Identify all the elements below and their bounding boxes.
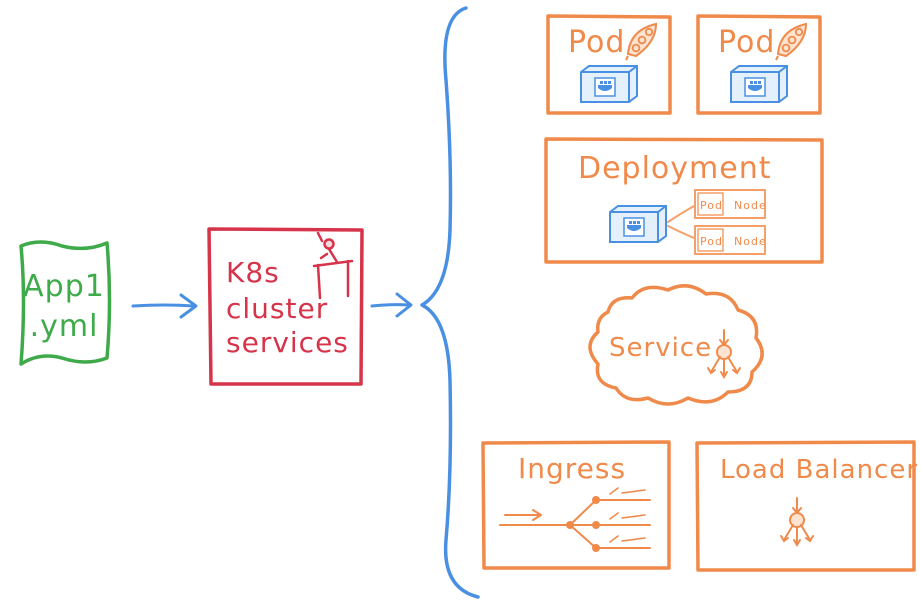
load-balancer-box xyxy=(695,440,916,572)
person-at-podium-icon xyxy=(312,231,354,300)
replica-pod-label-2: Pod xyxy=(700,235,723,248)
app-file-label-line1: App1 xyxy=(23,269,105,304)
replica-pod-label-1: Pod xyxy=(700,199,723,212)
ingress-label: Ingress xyxy=(518,452,626,485)
service-cloud xyxy=(588,284,764,406)
load-balancer-node: Load Balancer xyxy=(695,440,918,572)
service-label: Service xyxy=(609,333,712,363)
docker-container-icon xyxy=(609,205,667,243)
app-file-box xyxy=(19,240,112,366)
deployment-replica-2: Pod Node xyxy=(694,225,767,255)
docker-container-icon xyxy=(580,65,638,103)
docker-container-icon xyxy=(730,65,788,103)
service-node: Service xyxy=(588,284,764,406)
pod-label-2: Pod xyxy=(718,25,775,60)
curly-brace xyxy=(420,6,480,599)
peapod-icon xyxy=(625,23,657,61)
app-file-label-line2: .yml xyxy=(30,309,99,344)
pod-label-1: Pod xyxy=(568,25,625,60)
ingress-box xyxy=(481,440,671,570)
arrow-app-to-cluster xyxy=(131,293,198,319)
cluster-label-line3: services xyxy=(226,326,349,359)
replica-node-label-2: Node xyxy=(734,235,767,248)
deployment-arrows xyxy=(667,205,695,239)
load-spread-icon xyxy=(780,497,814,546)
peapod-icon xyxy=(775,23,807,61)
pod-node-1: Pod xyxy=(546,14,672,115)
routing-lines-icon xyxy=(499,487,651,552)
deployment-replica-1: Pod Node xyxy=(694,189,767,219)
pod-box-1 xyxy=(546,14,672,115)
load-balancer-label: Load Balancer xyxy=(720,455,918,485)
cluster-box xyxy=(207,227,364,386)
load-spread-icon xyxy=(707,329,741,378)
deployment-node: Deployment Pod Node Pod Node xyxy=(544,137,824,264)
cluster-label-line1: K8s xyxy=(226,256,280,289)
replica-node-label-1: Node xyxy=(734,199,767,212)
ingress-node: Ingress xyxy=(481,440,671,570)
arrow-cluster-to-resources xyxy=(370,292,413,318)
deployment-box xyxy=(544,137,824,264)
cluster-node: K8s cluster services xyxy=(207,227,364,386)
deployment-label: Deployment xyxy=(578,151,772,186)
pod-box-2 xyxy=(696,14,822,115)
app-file-node: App1 .yml xyxy=(19,240,112,366)
pod-node-2: Pod xyxy=(696,14,822,115)
cluster-label-line2: cluster xyxy=(226,292,328,325)
